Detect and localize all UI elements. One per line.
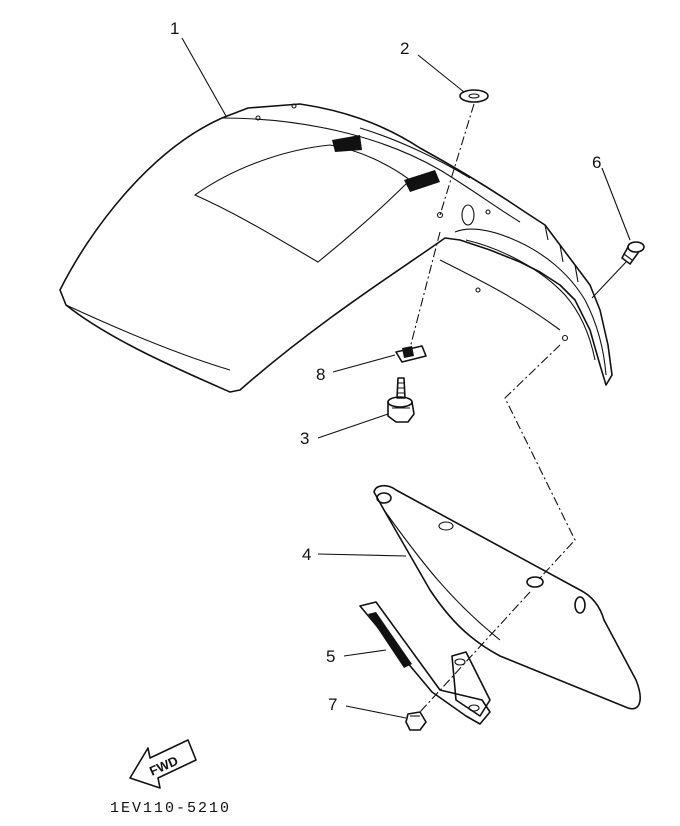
forward-arrow-icon: FWD: [129, 739, 197, 789]
rear-fender-part: [59, 103, 613, 393]
callout-5: 5: [326, 647, 335, 666]
bolt-part: [387, 377, 415, 423]
reflector-stay-part: [359, 601, 491, 725]
callout-labels: 1 2 3 4 5 6 7 8: [170, 19, 601, 714]
washer-part: [459, 89, 489, 103]
callout-4: 4: [302, 545, 311, 564]
callout-3: 3: [300, 429, 309, 448]
figure-code: 1EV110-5210: [110, 800, 231, 817]
callout-6: 6: [592, 153, 601, 172]
callout-7: 7: [328, 695, 337, 714]
assembly-lines: [409, 103, 576, 713]
callout-8: 8: [316, 365, 325, 384]
callout-2: 2: [400, 39, 409, 58]
small-nut-part: [405, 711, 427, 731]
clip-nut-part: [395, 345, 427, 363]
license-bracket-part: [373, 484, 641, 710]
screw-part: [621, 241, 645, 265]
leader-lines: [181, 37, 631, 719]
callout-1: 1: [170, 19, 179, 38]
